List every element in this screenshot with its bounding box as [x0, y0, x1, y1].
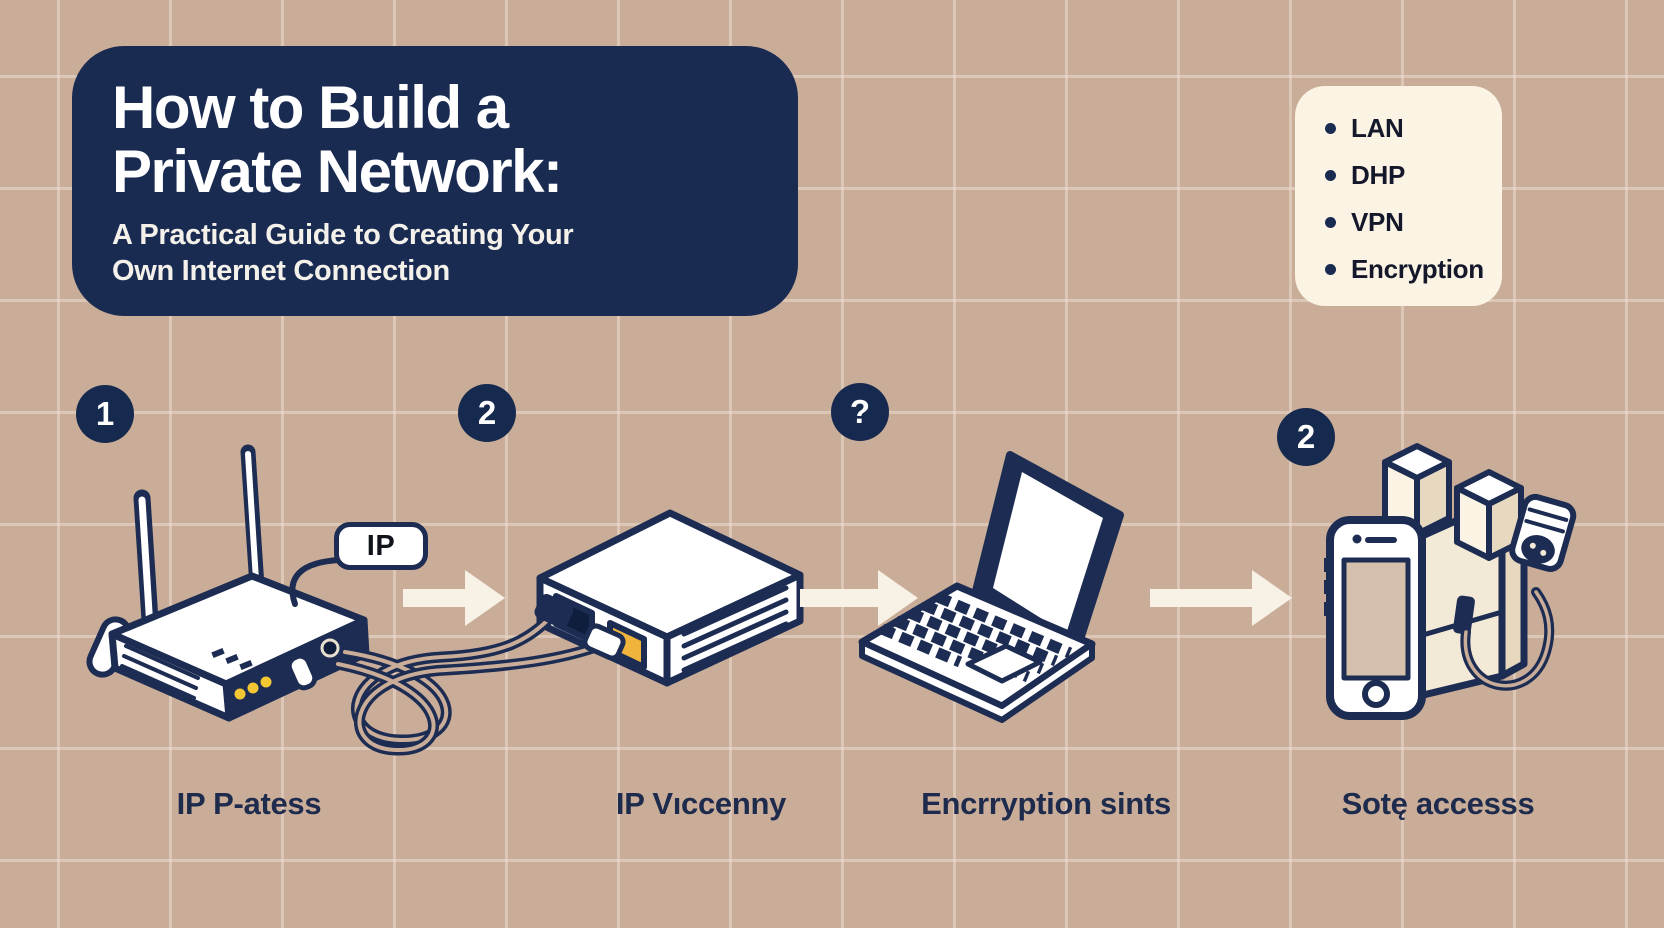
wan-port-icon [607, 620, 647, 670]
keywords-panel: LAN DHP VPN Encryption [1295, 86, 1502, 306]
keyword-item: LAN [1325, 105, 1502, 152]
keyword-item: VPN [1325, 199, 1502, 246]
step-badge-1: 1 [76, 385, 134, 443]
page-subtitle: A Practical Guide to Creating Your Own I… [112, 219, 574, 287]
arrow-right-icon [800, 570, 918, 626]
bullet-icon [1325, 170, 1336, 181]
smartphone-wall-plug-icon [1324, 443, 1577, 720]
wifi-router-icon [86, 444, 370, 722]
step-badge-4: 2 [1277, 408, 1335, 466]
step-caption-1: IP P-atess [176, 786, 322, 821]
network-cables [332, 594, 626, 756]
arrow-right-icon [403, 570, 505, 626]
bullet-icon [1325, 264, 1336, 275]
step-caption-2: IP Vıccenny [615, 786, 787, 821]
title-card: How to Build a Private Network: A Practi… [72, 46, 798, 316]
ip-tag-connector-line [289, 557, 343, 607]
laptop-icon [858, 451, 1124, 723]
bullet-icon [1325, 123, 1336, 134]
step-badge-3: ? [831, 383, 889, 441]
step-caption-4: Sotę accesss [1341, 786, 1535, 821]
keyword-item: DHP [1325, 152, 1502, 199]
keywords-list: LAN DHP VPN Encryption [1325, 105, 1502, 293]
ip-address-tag: IP [334, 522, 428, 570]
arrow-right-icon [1150, 570, 1292, 626]
page-title: How to Build a Private Network: [112, 74, 563, 205]
step-caption-3: Encrryption sints [921, 786, 1171, 821]
modem-box-icon [536, 509, 804, 687]
ethernet-port-icon [553, 593, 595, 644]
step-badge-2: 2 [458, 384, 516, 442]
keyword-item: Encryption [1325, 246, 1502, 293]
bullet-icon [1325, 217, 1336, 228]
